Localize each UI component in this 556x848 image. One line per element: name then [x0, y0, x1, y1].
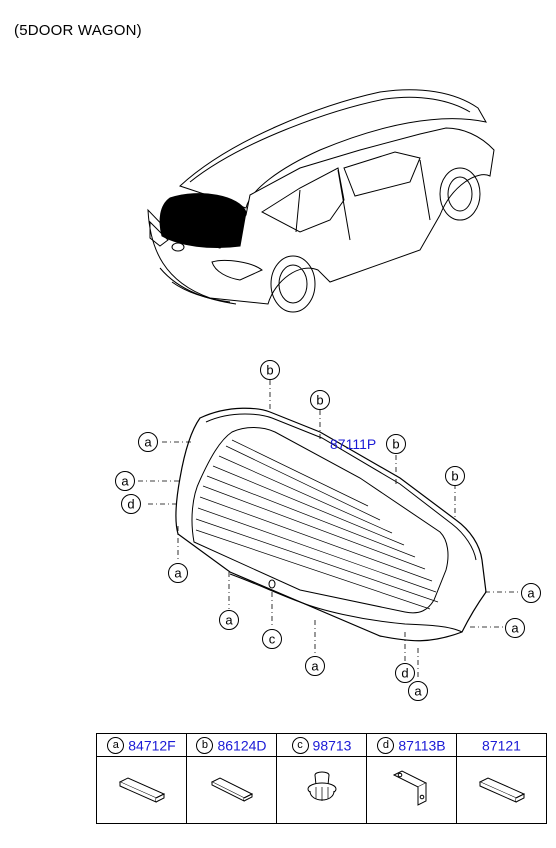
svg-text:a: a — [174, 566, 182, 581]
foam-strip-icon — [118, 776, 165, 803]
svg-text:a: a — [311, 659, 319, 674]
part-image-d — [366, 756, 457, 824]
callout-a7: a — [521, 583, 541, 603]
parts-table-image-row — [96, 756, 547, 824]
callout-a8: a — [505, 618, 525, 638]
page-title: (5DOOR WAGON) — [14, 22, 142, 39]
part-number-87111P: 87111P — [330, 436, 376, 452]
callout-a4: a — [219, 610, 239, 630]
car-illustration — [147, 89, 495, 313]
callout-a1: a — [138, 432, 158, 452]
leader-lines — [138, 380, 520, 680]
callout-d1: d — [121, 494, 141, 514]
callout-b4: b — [445, 466, 465, 486]
rear-window-highlight — [159, 193, 247, 248]
svg-text:c: c — [269, 632, 276, 647]
part-image-c — [276, 756, 367, 824]
svg-text:d: d — [401, 666, 408, 681]
callout-b1: b — [260, 360, 280, 380]
svg-text:b: b — [266, 363, 273, 378]
svg-text:a: a — [414, 684, 422, 699]
callout-a6: a — [408, 681, 428, 701]
svg-text:a: a — [225, 613, 233, 628]
svg-text:d: d — [127, 497, 134, 512]
callout-d2: d — [395, 663, 415, 683]
callout-a5: a — [305, 656, 325, 676]
svg-text:a: a — [527, 586, 535, 601]
part-image-a — [96, 756, 187, 824]
callout-b3: b — [386, 434, 406, 454]
svg-text:b: b — [451, 469, 458, 484]
bracket-icon — [392, 769, 427, 806]
rear-glass-assembly — [175, 407, 487, 642]
svg-text:a: a — [144, 435, 152, 450]
callout-b2: b — [310, 390, 330, 410]
foam-strip-icon — [478, 776, 525, 803]
svg-text:b: b — [392, 437, 399, 452]
spacer-block-icon — [210, 776, 253, 802]
svg-text:a: a — [511, 621, 519, 636]
part-image-b — [186, 756, 277, 824]
part-image-87121 — [456, 756, 547, 824]
svg-text:b: b — [316, 393, 323, 408]
callout-c: c — [262, 629, 282, 649]
part-header-87121: 87121 — [456, 733, 547, 757]
svg-text:a: a — [121, 474, 129, 489]
callout-a3: a — [168, 563, 188, 583]
callout-a2: a — [115, 471, 135, 491]
grommet-icon — [307, 771, 336, 801]
